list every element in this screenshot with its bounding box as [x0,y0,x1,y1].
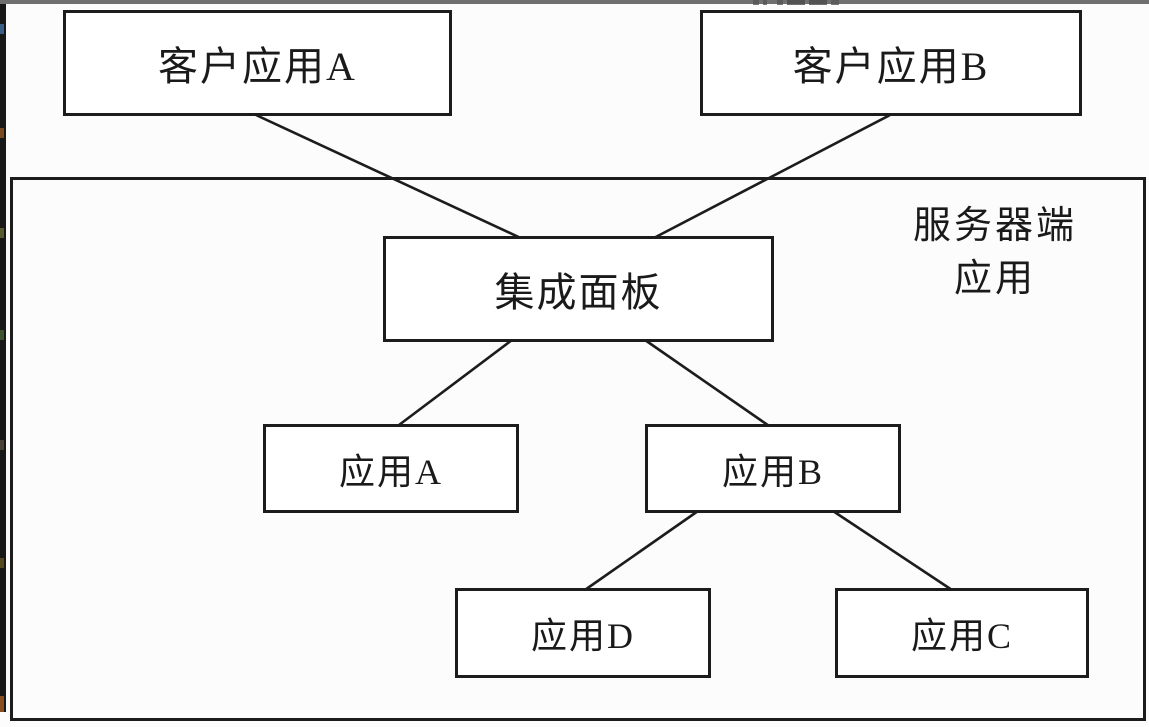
node-integration-panel: 集成面板 [383,236,774,342]
edge-client-a-panel [255,113,526,242]
top-gray-bar [0,0,1149,4]
edge-app-b-app-d [581,509,699,594]
node-app-c: 应用C [835,588,1089,678]
edge-panel-app-a [394,338,513,430]
server-side-group-label: 服务器端 应用 [893,200,1097,306]
node-client-app-b: 客户应用B [700,10,1082,116]
server-side-group-label-line1: 服务器端 [912,205,1077,247]
edge-speck [0,440,4,450]
edge-speck [0,696,4,712]
cropped-text-fragment [753,0,839,5]
left-page-edge-strip [0,0,6,712]
edge-client-b-panel [649,113,891,242]
node-app-d: 应用D [455,588,711,678]
edge-speck [0,330,4,340]
node-client-app-b-label: 客户应用B [792,44,990,89]
node-integration-panel-label: 集成面板 [494,270,663,315]
node-app-c-label: 应用C [910,616,1013,656]
node-app-b: 应用B [645,424,901,513]
node-app-a: 应用A [263,424,519,513]
node-client-app-a: 客户应用A [63,10,452,116]
node-app-d-label: 应用D [531,616,635,656]
edge-speck [0,24,4,34]
edge-speck [0,128,4,138]
edge-app-b-app-c [832,509,956,594]
node-app-b-label: 应用B [721,451,824,492]
node-client-app-a-label: 客户应用A [158,44,357,89]
server-side-group-frame [10,177,1146,721]
server-side-group-label-line2: 应用 [953,258,1036,300]
edge-panel-app-b [644,338,773,430]
node-app-a-label: 应用A [339,451,443,492]
edge-speck [0,228,4,238]
edge-speck [0,558,4,568]
